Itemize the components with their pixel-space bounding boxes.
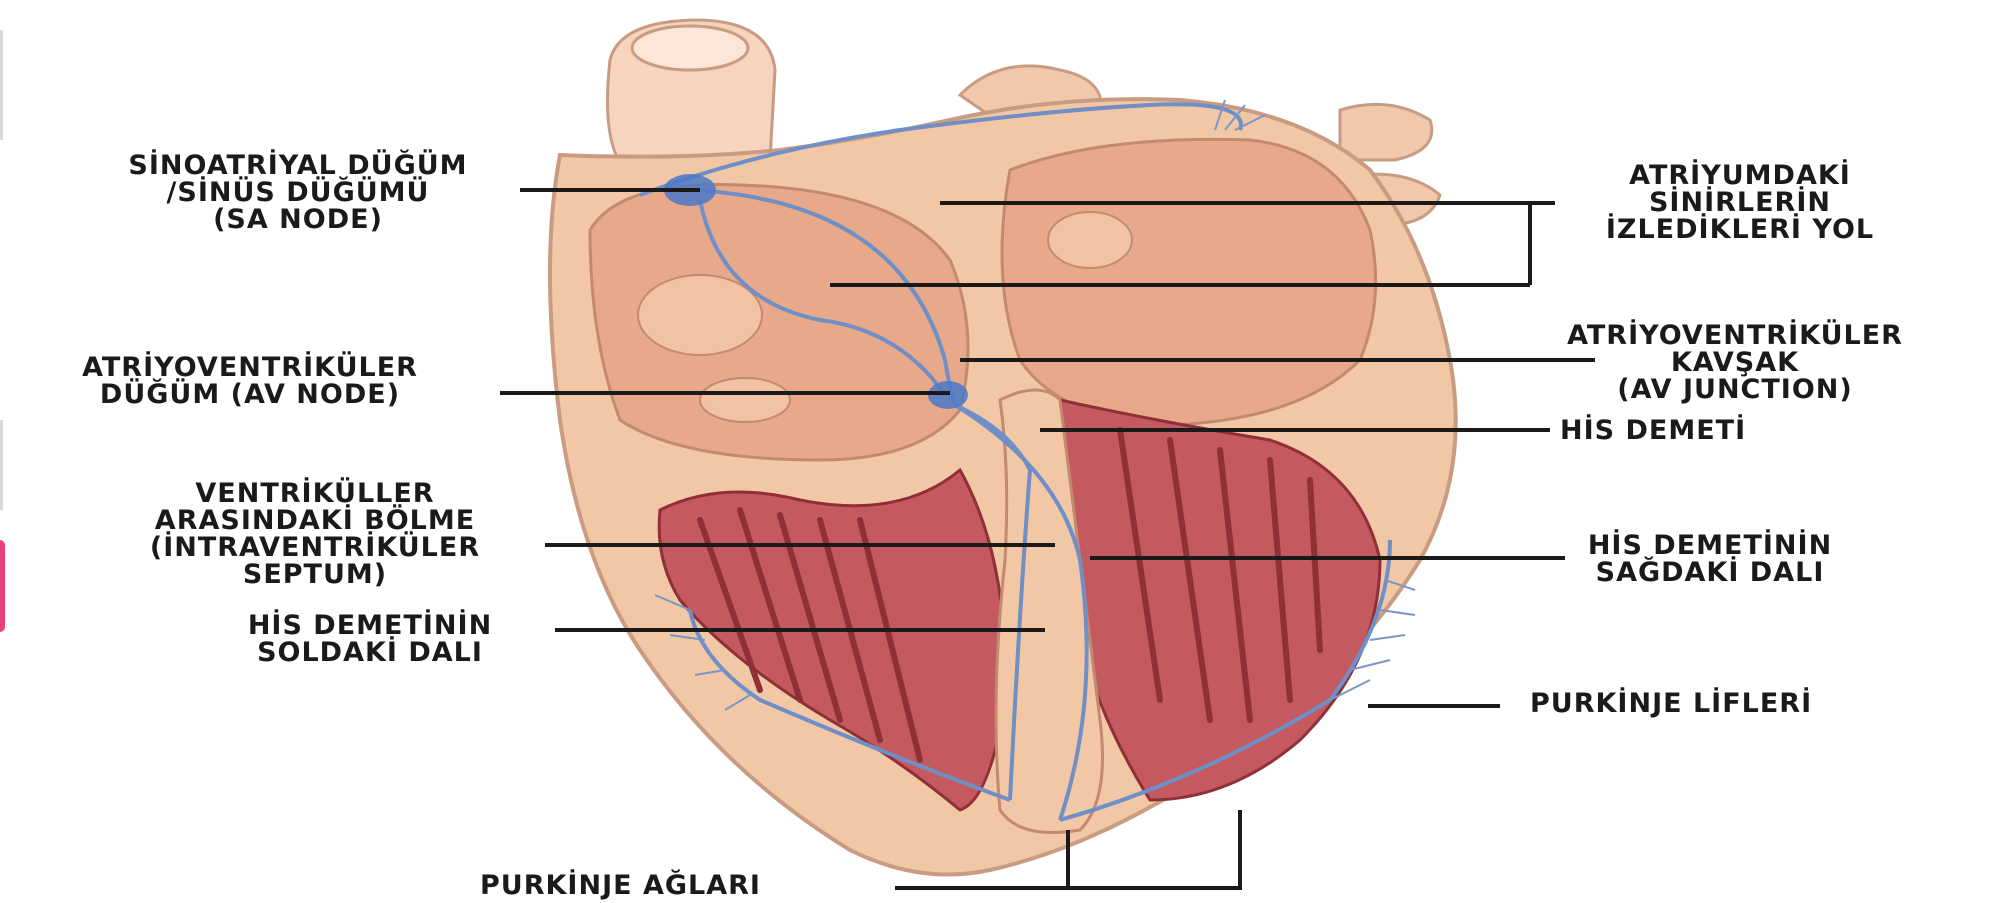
- valve-opening-left: [638, 275, 762, 355]
- label-right-branch-line-1: HİS DEMETİNİN: [1540, 532, 1880, 559]
- label-purkinje-network-line-1: PURKİNJE AĞLARI: [480, 872, 761, 899]
- label-purkinje-network: PURKİNJE AĞLARI: [480, 872, 761, 899]
- label-atrial-pathways: ATRİYUMDAKİ SİNİRLERİN İZLEDİKLERİ YOL: [1545, 162, 1935, 243]
- label-sa-node-line-3: (SA NODE): [68, 206, 528, 233]
- left-atrium: [1002, 139, 1376, 425]
- label-av-junction-line-2: KAVŞAK: [1495, 349, 1975, 376]
- label-septum: VENTRİKÜLLER ARASINDAKİ BÖLME (İNTRAVENT…: [95, 480, 535, 588]
- label-av-junction-line-1: ATRİYOVENTRİKÜLER: [1495, 322, 1975, 349]
- aorta-opening: [632, 26, 748, 70]
- label-av-node-line-1: ATRİYOVENTRİKÜLER: [10, 354, 490, 381]
- label-his-bundle-line-1: HİS DEMETİ: [1560, 417, 1746, 444]
- label-left-branch-line-2: SOLDAKİ DALI: [195, 639, 545, 666]
- label-septum-line-4: SEPTUM): [95, 561, 535, 588]
- label-septum-line-2: ARASINDAKİ BÖLME: [95, 507, 535, 534]
- label-purkinje-fibers-line-1: PURKİNJE LİFLERİ: [1530, 690, 1812, 717]
- label-atrial-pathways-line-1: ATRİYUMDAKİ: [1545, 162, 1935, 189]
- label-right-branch-line-2: SAĞDAKİ DALI: [1540, 559, 1880, 586]
- label-av-node-line-2: DÜĞÜM (AV NODE): [10, 381, 490, 408]
- label-av-junction-line-3: (AV JUNCTION): [1495, 376, 1975, 403]
- label-av-node: ATRİYOVENTRİKÜLER DÜĞÜM (AV NODE): [10, 354, 490, 408]
- label-left-branch: HİS DEMETİNİN SOLDAKİ DALI: [195, 612, 545, 666]
- label-purkinje-fibers: PURKİNJE LİFLERİ: [1530, 690, 1812, 717]
- label-septum-line-3: (İNTRAVENTRİKÜLER: [95, 534, 535, 561]
- label-av-junction: ATRİYOVENTRİKÜLER KAVŞAK (AV JUNCTION): [1495, 322, 1975, 403]
- label-sa-node: SİNOATRİYAL DÜĞÜM /SİNÜS DÜĞÜMÜ (SA NODE…: [68, 152, 528, 233]
- label-atrial-pathways-line-2: SİNİRLERİN: [1545, 189, 1935, 216]
- atrial-opening: [1048, 212, 1132, 268]
- valve-opening-lower: [700, 378, 790, 422]
- label-sa-node-line-1: SİNOATRİYAL DÜĞÜM: [68, 152, 528, 179]
- label-sa-node-line-2: /SİNÜS DÜĞÜMÜ: [68, 179, 528, 206]
- label-his-bundle: HİS DEMETİ: [1560, 417, 1746, 444]
- pulmonary-vein-right: [1340, 104, 1432, 160]
- label-septum-line-1: VENTRİKÜLLER: [95, 480, 535, 507]
- label-right-branch: HİS DEMETİNİN SAĞDAKİ DALI: [1540, 532, 1880, 586]
- label-atrial-pathways-line-3: İZLEDİKLERİ YOL: [1545, 216, 1935, 243]
- label-left-branch-line-1: HİS DEMETİNİN: [195, 612, 545, 639]
